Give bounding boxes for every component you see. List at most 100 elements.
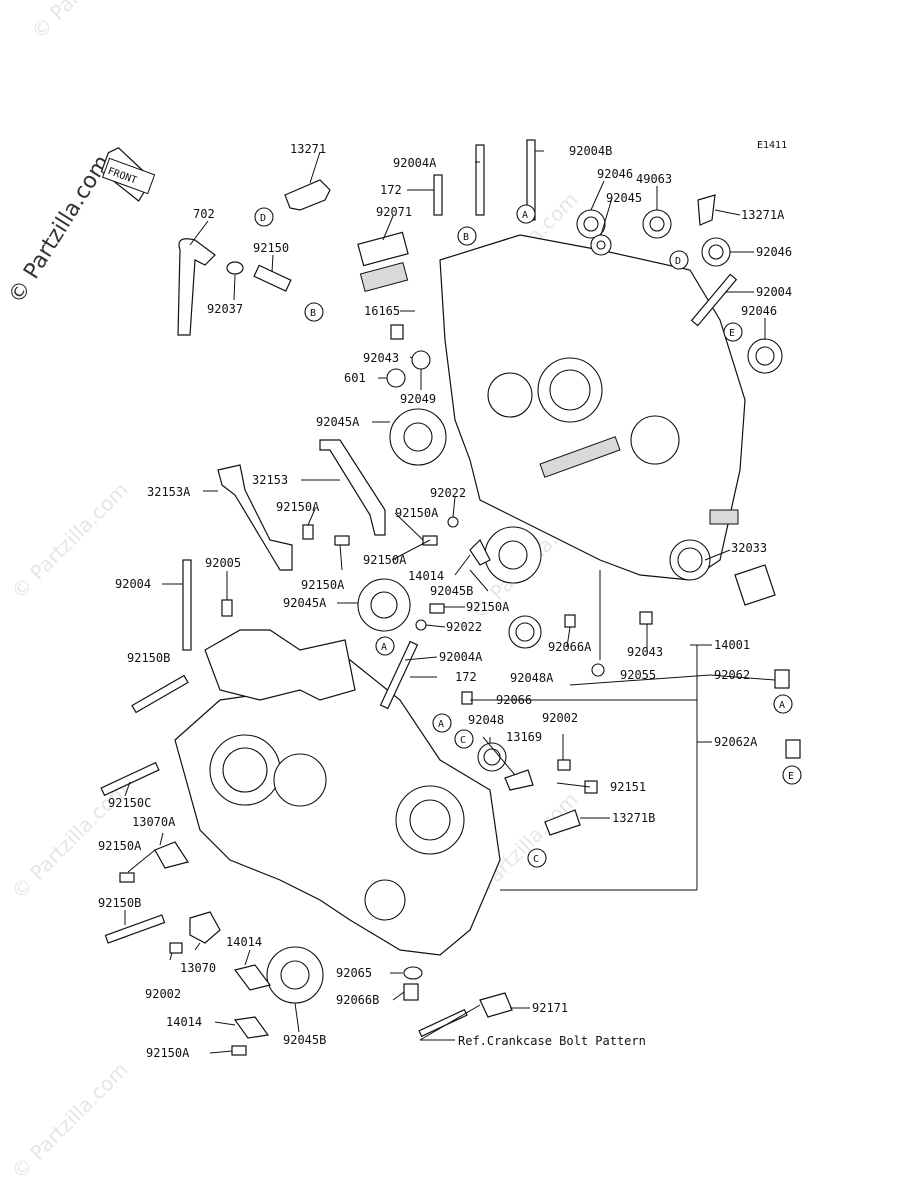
part-label: 92062 [714,668,750,682]
part-label: 92046 [741,304,777,318]
part-label: 92005 [205,556,241,570]
part-label: 32153A [147,485,191,499]
part-label: 92066 [496,693,532,707]
bolt-92002-a [557,759,571,771]
bracket-13271B [544,809,581,836]
part-label: 92150A [466,600,510,614]
part-label: 92022 [446,620,482,634]
bearing-92046-a [576,209,606,239]
bearing-92045B-a [484,526,542,584]
washer-92065 [403,966,423,980]
ref-marker-a: A [375,636,395,656]
part-label: 92004 [115,577,151,591]
part-label: 172 [455,670,477,684]
bolt-92150A-e [429,603,445,614]
leader-lines [124,150,776,1054]
ref-marker-label: E [729,328,735,339]
plug-92066B [403,983,419,1001]
part-label: 92004 [756,285,792,299]
oring-92055 [591,663,605,677]
part-label: 13271 [290,142,326,156]
washer-92022-b [415,619,427,631]
part-label: 16165 [364,304,400,318]
part-label: 92066A [548,640,592,654]
part-label: 92150B [98,896,141,910]
plug-92062 [774,669,790,689]
strainer-32033 [734,564,776,606]
ref-marker-label: C [460,735,466,746]
ref-marker-label: A [779,700,785,711]
dowel-92043 [390,324,404,340]
long-bolt-ref [418,1008,468,1038]
washer-92022-a [447,516,459,528]
dowel-92066A [564,614,576,628]
part-label: 92004B [569,144,612,158]
bearing-92045A-a [389,408,447,466]
part-label: 92151 [610,780,646,794]
part-label: 32033 [731,541,767,555]
part-label: 172 [380,183,402,197]
stud-92004-left [182,559,192,651]
ref-marker-label: E [788,771,794,782]
front-direction-stamp: FRONT [100,147,156,202]
part-label: 92043 [627,645,663,659]
ref-marker-c: C [454,729,474,749]
part-label: 92045B [283,1033,326,1047]
bolt-92002-b [169,942,183,954]
part-label: 92150A [98,839,142,853]
ref-marker-label: A [438,719,444,730]
part-label: 702 [193,207,215,221]
part-label: 92004A [393,156,437,170]
part-label: 92150 [253,241,289,255]
ref-marker-a: A [516,204,536,224]
part-label: 92045A [316,415,360,429]
part-label: 92150A [395,506,439,520]
bracket-92171 [479,992,513,1018]
part-label: 13271B [612,811,655,825]
ref-marker-label: D [675,256,681,267]
ref-marker-label: D [260,213,266,224]
bearing-49063 [642,209,672,239]
part-label: 13070 [180,961,216,975]
part-label: 49063 [636,172,672,186]
part-label: 601 [344,371,366,385]
part-label: 92150A [276,500,320,514]
ref-marker-d: D [669,250,689,270]
ref-marker-label: A [522,210,528,221]
ref-marker-b: B [457,226,477,246]
part-label: 92037 [207,302,243,316]
bolt-92150A-b [334,535,350,546]
stud-92004-right [690,273,738,327]
part-label: 92055 [620,668,656,682]
part-label: 14014 [166,1015,202,1029]
ref-marker-b: B [304,302,324,322]
part-label: 92150A [146,1046,190,1060]
plug-92062A [785,739,801,759]
plate-16165 [359,262,409,292]
cover-13070 [189,911,221,944]
bushing-92048A [508,615,542,649]
part-label: 14014 [226,935,262,949]
dowel-92043-b [639,611,653,625]
part-labels: 13271 92004A 92004B 172 92046 49063 9204… [98,142,792,1060]
part-label: 92046 [597,167,633,181]
hose-702 [177,238,216,336]
part-label: 92045B [430,584,473,598]
ref-marker-label: A [381,642,387,653]
ref-marker-a: A [432,713,452,733]
bearing-92045B-b [266,946,324,1004]
bracket-13070A [154,841,189,869]
stud-92004A-mid [379,640,419,710]
part-label: 14001 [714,638,750,652]
bearing-92046-c [747,338,783,374]
diagram-code: E1411 [757,140,787,151]
part-label: 92002 [145,987,181,1001]
bolt-92150A-g [231,1045,247,1056]
bearing-92046-b [701,237,731,267]
bracket-13271 [284,179,331,211]
part-label: 92071 [376,205,412,219]
bearing-92045 [590,234,612,256]
part-label: 32153 [252,473,288,487]
watermark-text: © Partzilla.com [7,477,133,603]
